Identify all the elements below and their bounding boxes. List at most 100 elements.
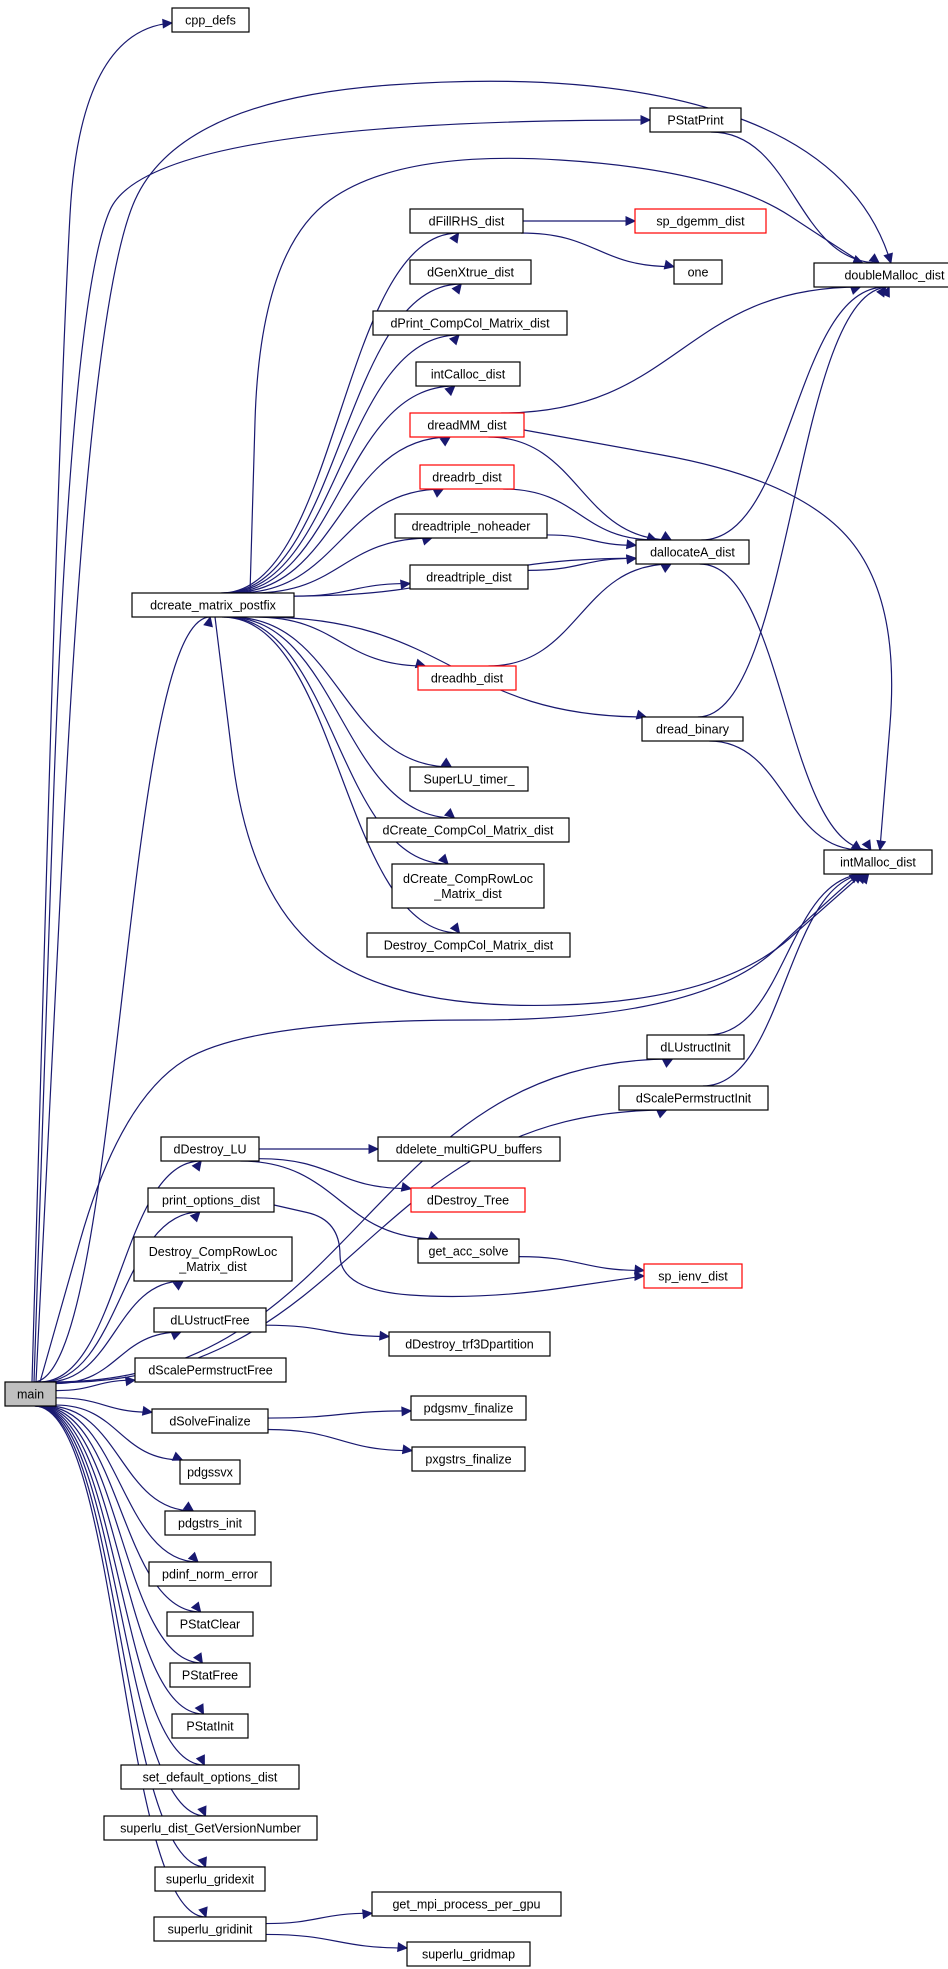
node-box: [171, 7, 250, 33]
node-label: SuperLU_timer_: [423, 773, 515, 787]
node-box: [147, 1187, 275, 1213]
node-destroy-compcol-matrix-dist[interactable]: Destroy_CompCol_Matrix_dist: [366, 932, 571, 958]
node-box: [366, 932, 571, 958]
node-superlu-gridmap[interactable]: superlu_gridmap: [406, 1941, 531, 1967]
node-destroy-comprowloc-matrix-dist[interactable]: Destroy_CompRowLoc_Matrix_dist: [133, 1236, 293, 1282]
node-label: dDestroy_LU: [174, 1143, 247, 1157]
node-doublemalloc-dist[interactable]: doubleMalloc_dist: [813, 262, 948, 288]
node-sp-dgemm-dist[interactable]: sp_dgemm_dist: [634, 208, 767, 234]
node-box: [371, 1891, 562, 1917]
node-box: [366, 817, 570, 843]
node-dreadmm-dist[interactable]: dreadMM_dist: [409, 412, 525, 438]
node-label: superlu_gridexit: [166, 1873, 255, 1887]
node-box: [823, 849, 933, 875]
node-dread-binary[interactable]: dread_binary: [641, 716, 744, 742]
node-sp-ienv-dist[interactable]: sp_ienv_dist: [643, 1263, 743, 1289]
node-dgenxtrue-dist[interactable]: dGenXtrue_dist: [409, 259, 532, 285]
node-pdgssvx[interactable]: pdgssvx: [179, 1459, 241, 1485]
node-set-default-options-dist[interactable]: set_default_options_dist: [120, 1764, 300, 1790]
node-box: [153, 1307, 267, 1333]
call-edge-main-to-dScalePermstructFree: [55, 1376, 137, 1392]
node-dscalepermstructinit[interactable]: dScalePermstructInit: [618, 1085, 769, 1111]
call-edge-dFillRHS_dist-to-one: [520, 232, 676, 270]
node-main[interactable]: main: [4, 1381, 57, 1407]
node-box: [164, 1510, 256, 1536]
node-dcreate-compcol-matrix-dist[interactable]: dCreate_CompCol_Matrix_dist: [366, 817, 570, 843]
node-dscalepermstructfree[interactable]: dScalePermstructFree: [134, 1357, 287, 1383]
node-pstatfree[interactable]: PStatFree: [169, 1662, 251, 1688]
node-pstatinit[interactable]: PStatInit: [171, 1713, 249, 1739]
node-get-acc-solve[interactable]: get_acc_solve: [417, 1238, 520, 1264]
node-intmalloc-dist[interactable]: intMalloc_dist: [823, 849, 933, 875]
call-edge-dcreate_matrix_postfix-to-dCreate_CompCol_Matrix_dist: [226, 616, 456, 819]
call-edge-main-to-pdinf_norm_error: [42, 1405, 199, 1563]
node-ddestroy-lu[interactable]: dDestroy_LU: [160, 1136, 260, 1162]
call-edge-dread_binary-to-doubleMalloc_dist: [697, 285, 890, 718]
node-get-mpi-process-per-gpu[interactable]: get_mpi_process_per_gpu: [371, 1891, 562, 1917]
call-edge-main-to-dLUstructInit: [53, 1058, 674, 1383]
node-box: [151, 1408, 269, 1434]
node-box: [415, 361, 521, 387]
node-box: [417, 665, 517, 691]
node-label: pxgstrs_finalize: [425, 1453, 511, 1467]
node-pstatclear[interactable]: PStatClear: [166, 1611, 254, 1637]
node-dfillrhs-dist[interactable]: dFillRHS_dist: [409, 208, 524, 234]
node-superlu-timer-[interactable]: SuperLU_timer_: [409, 766, 529, 792]
call-edge-dSolveFinalize-to-pxgstrs_finalize: [267, 1428, 414, 1455]
node-label: dreadtriple_dist: [426, 571, 512, 585]
node-label: PStatFree: [182, 1669, 238, 1683]
call-edge-main-to-pdgssvx: [55, 1404, 184, 1461]
node-label: PStatPrint: [667, 114, 724, 128]
node-pxgstrs-finalize[interactable]: pxgstrs_finalize: [411, 1446, 526, 1472]
node-dreadrb-dist[interactable]: dreadrb_dist: [419, 464, 515, 490]
node-pdinf-norm-error[interactable]: pdinf_norm_error: [148, 1561, 272, 1587]
node-print-options-dist[interactable]: print_options_dist: [147, 1187, 275, 1213]
node-box: [410, 1187, 526, 1213]
node-box: [409, 766, 529, 792]
node-label: pdinf_norm_error: [162, 1568, 258, 1582]
node-label: PStatInit: [186, 1720, 234, 1734]
node-pdgstrs-init[interactable]: pdgstrs_init: [164, 1510, 256, 1536]
node-label: Destroy_CompCol_Matrix_dist: [384, 939, 554, 953]
node-label: dLUstructFree: [170, 1314, 249, 1328]
call-edge-dreadMM_dist-to-intMalloc_dist: [523, 429, 893, 852]
node-box: [103, 1815, 318, 1841]
call-edge-main-to-doubleMalloc_dist: [35, 80, 893, 1383]
node-superlu-gridexit[interactable]: superlu_gridexit: [154, 1866, 266, 1892]
node-ddelete-multigpu-buffers[interactable]: ddelete_multiGPU_buffers: [377, 1136, 561, 1162]
node-dcreate-matrix-postfix[interactable]: dcreate_matrix_postfix: [131, 592, 295, 618]
node-box: [372, 310, 568, 336]
node-dreadtriple-noheader[interactable]: dreadtriple_noheader: [394, 513, 548, 539]
node-box: [388, 1331, 551, 1357]
node-one[interactable]: one: [673, 259, 723, 285]
node-pdgsmv-finalize[interactable]: pdgsmv_finalize: [410, 1395, 527, 1421]
node-ddestroy-trf3dpartition[interactable]: dDestroy_trf3Dpartition: [388, 1331, 551, 1357]
call-edge-dLUstructFree-to-dDestroy_trf3Dpartition: [265, 1324, 391, 1341]
node-superlu-gridinit[interactable]: superlu_gridinit: [153, 1916, 267, 1942]
call-edge-get_acc_solve-to-sp_ienv_dist: [518, 1256, 646, 1275]
node-dreadhb-dist[interactable]: dreadhb_dist: [417, 665, 517, 691]
node-box: [634, 208, 767, 234]
call-edge-dreadtriple_dist-to-dallocateA_dist: [527, 554, 638, 571]
node-label: dFillRHS_dist: [429, 215, 505, 229]
node-dlustructinit[interactable]: dLUstructInit: [646, 1034, 745, 1060]
node-intcalloc-dist[interactable]: intCalloc_dist: [415, 361, 521, 387]
node-dsolvefinalize[interactable]: dSolveFinalize: [151, 1408, 269, 1434]
node-dreadtriple-dist[interactable]: dreadtriple_dist: [409, 564, 529, 590]
call-edge-superlu_gridinit-to-get_mpi_process_per_gpu: [265, 1909, 374, 1925]
call-edge-main-to-superlu_gridexit: [34, 1405, 207, 1869]
node-dprint-compcol-matrix-dist[interactable]: dPrint_CompCol_Matrix_dist: [372, 310, 568, 336]
node-dlustructfree[interactable]: dLUstructFree: [153, 1307, 267, 1333]
node-superlu-dist-getversionnumber[interactable]: superlu_dist_GetVersionNumber: [103, 1815, 318, 1841]
node-cpp-defs[interactable]: cpp_defs: [171, 7, 250, 33]
node-box: [133, 1236, 293, 1282]
node-ddestroy-tree[interactable]: dDestroy_Tree: [410, 1187, 526, 1213]
node-label: print_options_dist: [162, 1194, 261, 1208]
node-pstatprint[interactable]: PStatPrint: [649, 107, 742, 133]
call-edge-dallocateA_dist-to-intMalloc_dist: [699, 563, 872, 852]
node-dcreate-comprowloc-matrix-dist[interactable]: dCreate_CompRowLoc_Matrix_dist: [391, 863, 545, 909]
node-label: cpp_defs: [185, 14, 236, 28]
node-dallocatea-dist[interactable]: dallocateA_dist: [635, 539, 750, 565]
node-box: [394, 513, 548, 539]
